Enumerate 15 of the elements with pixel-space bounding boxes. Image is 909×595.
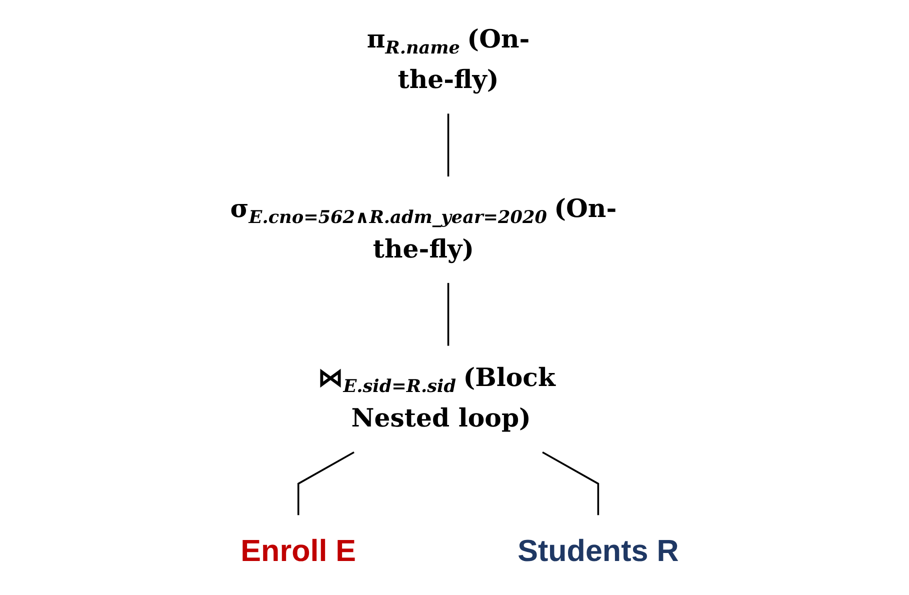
node-label: Nested loop): [351, 403, 531, 433]
node-text: σ$_{E.cno=562∧R.adm_year=2020}$: [230, 194, 547, 228]
node-label: (On-: [467, 24, 530, 54]
connector: [447, 282, 450, 346]
node-text: Enroll E: [240, 534, 356, 568]
node-label: (On-: [554, 194, 617, 224]
node-text: π$_{R.name}$: [366, 24, 460, 58]
node-text: Students R: [518, 534, 679, 568]
connector: [542, 451, 600, 516]
node-label: (Block: [463, 362, 556, 392]
node-text: ⋈$_{E.sid=R.sid}$: [318, 362, 456, 397]
connector: [447, 114, 450, 176]
connector: [297, 451, 354, 516]
node-label: the-fly): [372, 234, 474, 264]
node-label: the-fly): [398, 64, 499, 94]
